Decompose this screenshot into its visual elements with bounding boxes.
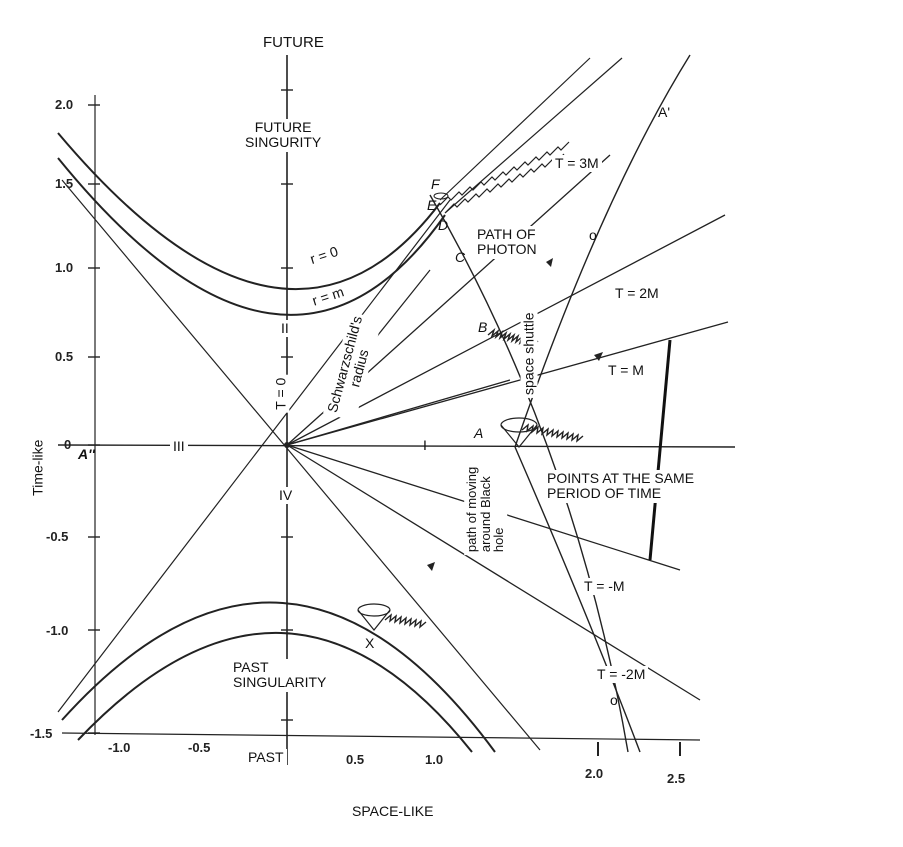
x-tick-2-0: 2.0: [585, 766, 604, 781]
light-cone-a: [500, 417, 538, 433]
same-period-line: [648, 339, 672, 561]
ray-tm: [286, 321, 729, 446]
past-singularity-inner: [77, 632, 473, 753]
point-e-label: E: [427, 197, 437, 213]
t0-label: T = 0: [272, 374, 290, 413]
ray-mid-upper: [286, 379, 511, 446]
past-singularity-outer: [61, 601, 496, 753]
region-i-label: I: [423, 437, 427, 453]
photon-arrow-middle: [594, 352, 603, 361]
horizon-line-2: [444, 57, 623, 214]
point-f-label: F: [431, 176, 440, 192]
y-tick-neg-1-0: -1.0: [46, 623, 69, 638]
point-c-label: C: [455, 249, 466, 265]
light-cone-x: [357, 603, 391, 617]
point-a-prime-label: A': [658, 104, 671, 120]
y-tick-neg-0-5: -0.5: [46, 529, 69, 544]
photon-arrow-upper: [546, 258, 553, 267]
ray-tneg-2m: [286, 444, 701, 701]
t2m-label: T = 2M: [612, 285, 662, 303]
future-singularity-r0: [57, 132, 441, 291]
origin-point: [284, 442, 290, 448]
photon-wiggle-d: [445, 153, 565, 213]
photon-arrow-lower: [427, 562, 435, 571]
photon-wiggle-e: [439, 141, 570, 206]
light-cone-f: [433, 192, 449, 200]
point-a-double-prime-label: A'': [78, 446, 95, 462]
x-ticks: [597, 742, 681, 756]
future-label: FUTURE: [260, 34, 327, 53]
path-of-photon-label: PATH OF PHOTON: [474, 226, 540, 259]
schwarzschild-pointer: [369, 269, 431, 346]
point-d-label: D: [438, 217, 449, 233]
y-tick-1-5: 1.5: [55, 176, 74, 191]
future-singularity-label: FUTURE SINGURITY: [242, 119, 325, 152]
ray-t2m: [286, 214, 726, 446]
light-cone-x-body: [357, 609, 391, 631]
horizon-diagonal-up: [57, 199, 451, 713]
x-tick-1-0: 1.0: [425, 752, 444, 767]
time-like-label: Time-like: [29, 439, 46, 496]
region-iv-label: IV: [276, 487, 296, 505]
point-o-upper-label: o: [589, 227, 597, 243]
photon-path-lower: [384, 613, 427, 629]
point-b-label: B: [478, 319, 488, 335]
y-tick-2-0: 2.0: [55, 97, 74, 112]
x-tick-neg-0-5: -0.5: [188, 740, 211, 755]
past-label: PAST: [245, 749, 287, 767]
x-tick-0-5: 0.5: [346, 752, 365, 767]
point-o-lower-label: o: [610, 692, 618, 708]
y-ticks: [88, 89, 293, 734]
space-like-label: SPACE-LIKE: [352, 803, 434, 819]
outer-hyperbola-lower: [514, 446, 641, 753]
region-iii-label: III: [170, 438, 188, 456]
y-tick-0: 0: [64, 437, 72, 452]
outer-hyperbola: [514, 54, 691, 448]
t3m-label: T = 3M: [552, 155, 602, 173]
horizon-line-1: [439, 57, 591, 201]
point-a-label: A: [474, 425, 484, 441]
tm-label: T = M: [605, 362, 647, 380]
space-axis: [57, 444, 736, 448]
tneg-2m-label: T = -2M: [594, 666, 649, 684]
light-cone-a-body: [500, 424, 538, 448]
points-same-period-label: POINTS AT THE SAME PERIOD OF TIME: [544, 470, 698, 503]
space-shuttle-label: space shuttle: [520, 309, 538, 398]
region-ii-label: II: [278, 320, 292, 338]
y-tick-neg-1-5: -1.5: [30, 726, 53, 741]
path-moving-label: path of moving around Black hole: [464, 463, 508, 556]
horizon-diagonal-down: [61, 179, 541, 751]
y-tick-0-5: 0.5: [55, 349, 74, 364]
point-x-label: X: [365, 635, 375, 651]
x-tick-neg-1-0: -1.0: [108, 740, 131, 755]
tneg-m-label: T = -M: [581, 578, 628, 596]
future-singularity-rm: [57, 157, 446, 316]
past-singularity-label: PAST SINGULARITY: [230, 659, 330, 692]
x-tick-2-5: 2.5: [667, 771, 686, 786]
y-tick-1-0: 1.0: [55, 260, 74, 275]
bottom-axis: [61, 732, 701, 741]
